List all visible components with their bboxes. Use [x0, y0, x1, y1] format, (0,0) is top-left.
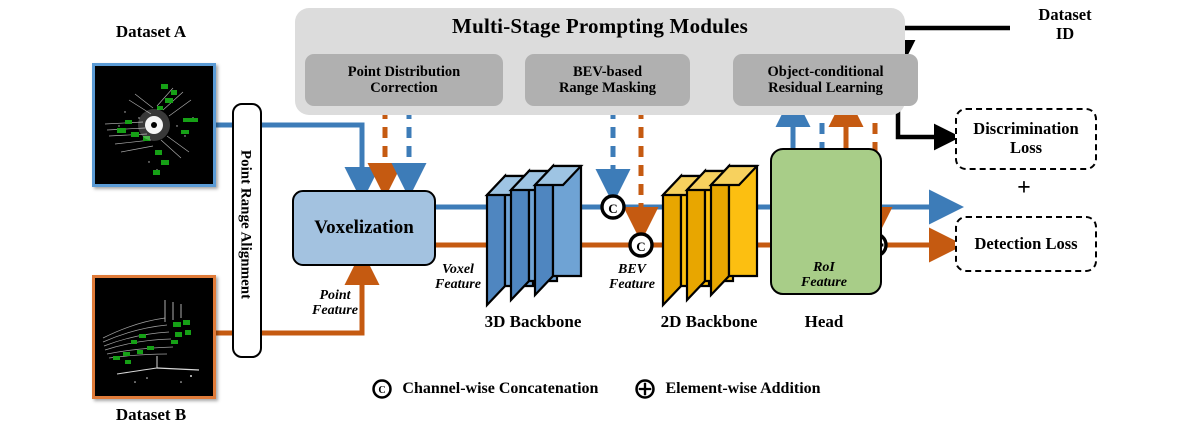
detection-loss-box: Detection Loss	[955, 216, 1097, 272]
point-feature-label: Point Feature	[312, 288, 358, 319]
loss-sum-operator: +	[1017, 175, 1031, 201]
legend: C Channel-wise Concatenation Element-wis…	[0, 378, 1192, 400]
add-icon	[635, 379, 656, 399]
svg-text:C: C	[608, 201, 617, 216]
bev-feature-label: BEV Feature	[609, 262, 655, 293]
dataset-a-image	[92, 63, 216, 187]
voxelization-box[interactable]: Voxelization	[292, 190, 436, 266]
concat-op-a: C	[600, 194, 626, 220]
discrimination-out-arrow	[895, 104, 961, 151]
module-label-line1: Point Distribution	[347, 63, 461, 80]
concat-icon: C	[372, 379, 393, 399]
module-bev-range-masking[interactable]: BEV-based Range Masking	[525, 54, 690, 106]
dataset-id-arrow	[888, 25, 1010, 67]
module-label-line2: Range Masking	[558, 80, 657, 96]
legend-item-addition: Element-wise Addition	[634, 378, 821, 400]
module-label-line1: BEV-based	[572, 63, 643, 80]
backbone-2d-label: 2D Backbone	[660, 312, 758, 331]
module-label-line2: Residual Learning	[768, 80, 883, 96]
voxel-feature-label: Voxel Feature	[435, 262, 481, 293]
legend-label-addition: Element-wise Addition	[665, 380, 821, 397]
module-point-distribution-correction[interactable]: Point Distribution Correction	[305, 54, 503, 106]
voxelization-label: Voxelization	[314, 217, 414, 238]
discrimination-loss-box: Discrimination Loss	[955, 108, 1097, 170]
module-label-line2: Correction	[370, 80, 438, 96]
module-label-line1: Object-conditional	[767, 63, 884, 80]
legend-label-concatenation: Channel-wise Concatenation	[402, 380, 599, 397]
concat-op-b: C	[628, 232, 654, 258]
dataset-id-label: Dataset ID	[1038, 5, 1092, 43]
head-label: Head	[804, 312, 844, 331]
dataset-a-label: Dataset A	[115, 22, 187, 41]
svg-text:C: C	[636, 239, 645, 254]
head-box[interactable]	[770, 148, 882, 295]
point-range-alignment-box	[232, 103, 262, 358]
backbone-2d-blocks	[660, 163, 760, 308]
point-range-alignment-label: Point Range Alignment	[237, 149, 254, 300]
module-object-conditional-residual-learning[interactable]: Object-conditional Residual Learning	[733, 54, 918, 106]
legend-item-concatenation: C Channel-wise Concatenation	[371, 378, 598, 400]
backbone-3d-blocks	[484, 163, 584, 308]
dataset-b-label: Dataset B	[115, 405, 187, 424]
roi-feature-label: RoI Feature	[801, 260, 847, 291]
backbone-3d-label: 3D Backbone	[484, 312, 582, 331]
panel-title: Multi-Stage Prompting Modules	[452, 14, 748, 38]
svg-text:C: C	[379, 385, 386, 396]
